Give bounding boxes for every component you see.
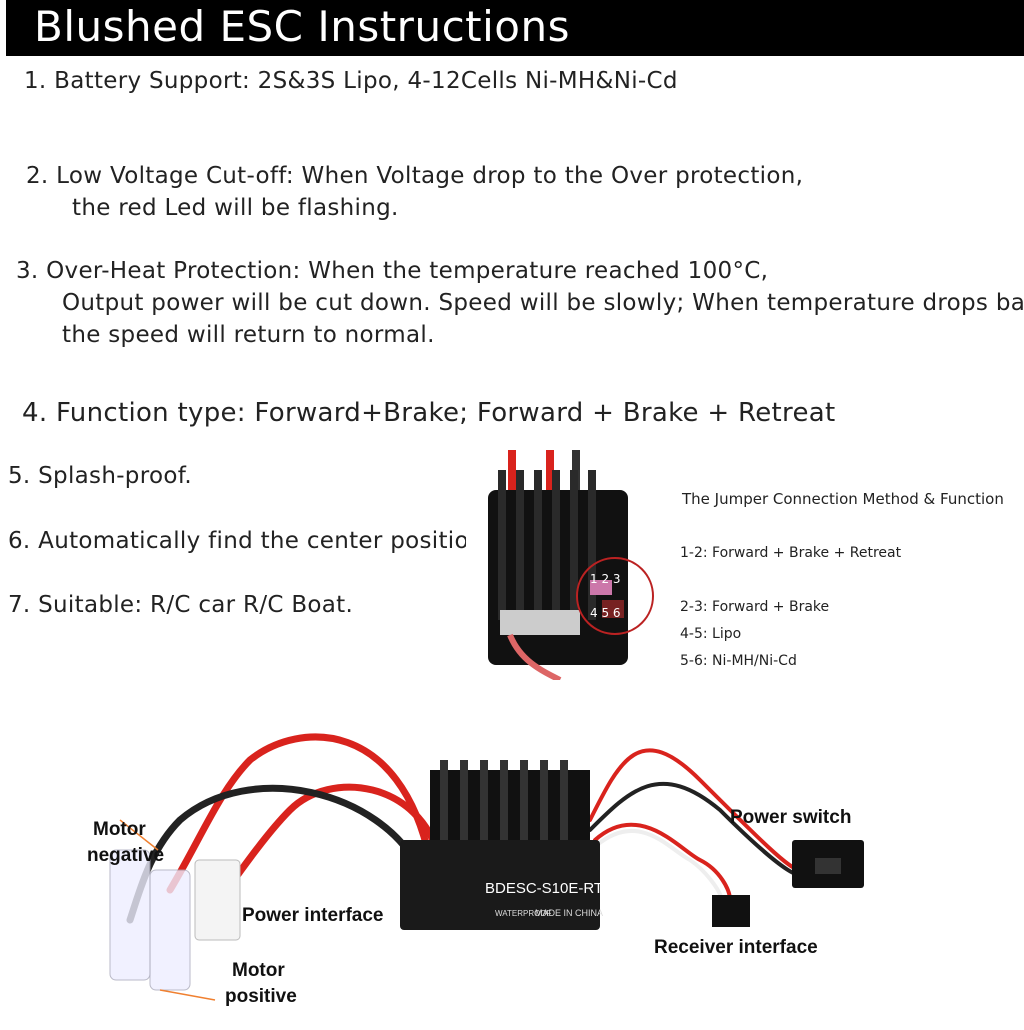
label-power-switch: Power switch — [730, 807, 852, 828]
item-overheat-cont2: the speed will return to normal. — [62, 322, 435, 348]
label-receiver-interface: Receiver interface — [654, 937, 818, 958]
item-suitable: 7. Suitable: R/C car R/C Boat. — [8, 592, 354, 618]
item-overheat: 3. Over-Heat Protection: When the temper… — [16, 258, 769, 284]
item-overheat-cont1: Output power will be cut down. Speed wil… — [62, 290, 1024, 316]
item-low-voltage: 2. Low Voltage Cut-off: When Voltage dro… — [26, 163, 804, 189]
label-power-interface: Power interface — [242, 905, 384, 926]
jumper-row: 5-6: Ni-MH/Ni-Cd — [680, 653, 797, 669]
item-low-voltage-cont: the red Led will be flashing. — [72, 195, 399, 221]
esc-made-in-text: MADE IN CHINA — [535, 908, 603, 918]
jumper-row: 2-3: Forward + Brake — [680, 599, 830, 615]
item-center-position: 6. Automatically find the center positio — [8, 528, 466, 554]
item-function-type: 4. Function type: Forward+Brake; Forward… — [22, 398, 836, 428]
label-motor-positive-2: positive — [225, 986, 297, 1007]
label-motor-negative-1: Motor — [93, 819, 146, 840]
jumper-heading: The Jumper Connection Method & Function — [682, 490, 1004, 508]
item-battery: 1. Battery Support: 2S&3S Lipo, 4-12Cell… — [24, 68, 678, 94]
label-motor-positive-1: Motor — [232, 960, 285, 981]
jumper-pins-top: 1 2 3 — [590, 572, 621, 586]
page-title: Blushed ESC Instructions — [34, 2, 570, 51]
title-bar: Blushed ESC Instructions — [6, 0, 1024, 56]
esc-wiring-image: BDESC-S10E-RTR WATERPROOF MADE IN CHINA — [109, 733, 864, 1001]
jumper-row: 4-5: Lipo — [680, 626, 742, 642]
esc-model-text: BDESC-S10E-RTR — [485, 880, 614, 897]
item-splash-proof: 5. Splash-proof. — [8, 463, 193, 489]
jumper-row: 1-2: Forward + Brake + Retreat — [680, 545, 902, 561]
esc-closeup-image: 1 2 3 4 5 6 — [488, 450, 654, 680]
esc-waterproof-text: WATERPROOF — [495, 909, 552, 918]
label-motor-negative-2: negative — [87, 845, 165, 866]
jumper-pins-bottom: 4 5 6 — [590, 606, 621, 620]
